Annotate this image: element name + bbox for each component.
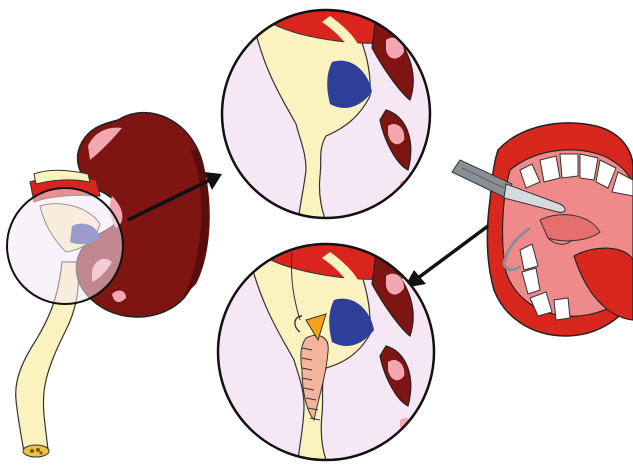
oral-mucosa-harvest <box>452 123 633 336</box>
kidney-overview <box>0 113 210 457</box>
ureter-opening <box>23 445 49 457</box>
graft-repair <box>218 244 438 460</box>
arrow-icon <box>404 226 488 288</box>
magnified-stricture <box>220 8 438 222</box>
